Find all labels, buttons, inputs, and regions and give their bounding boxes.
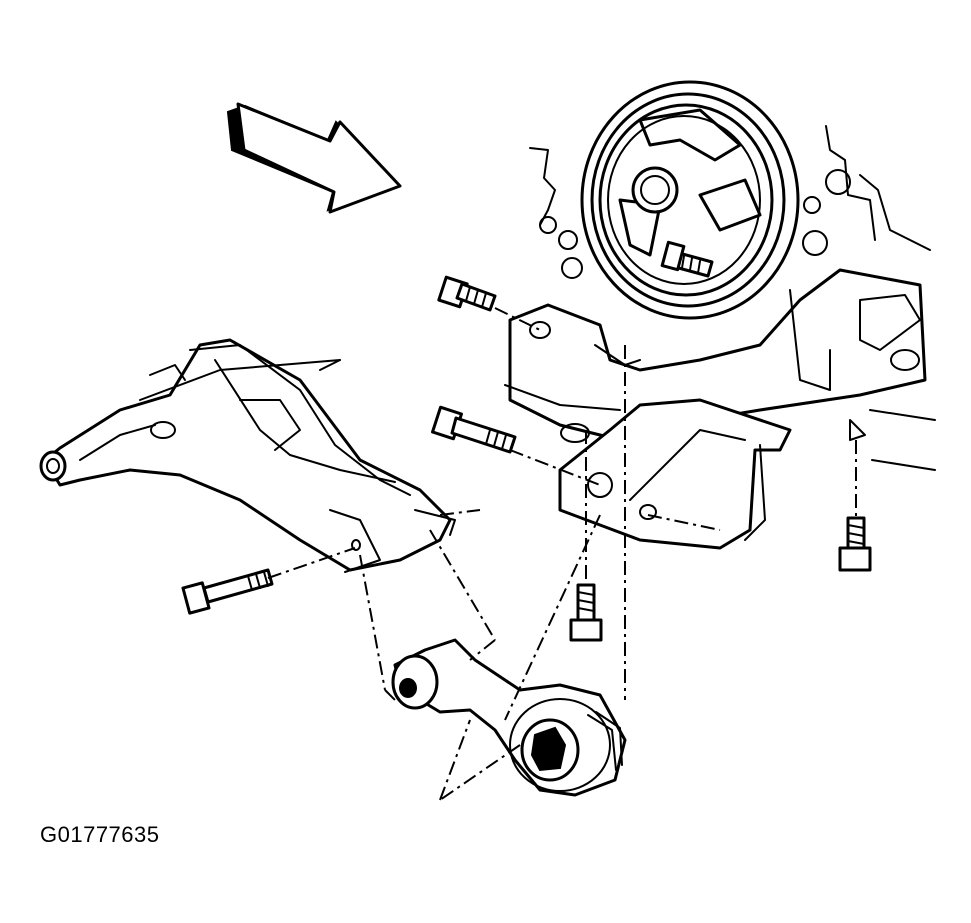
transaxle-bracket (558, 398, 866, 550)
figure-id-label: G01777635 (40, 822, 160, 847)
front-crossmember (39, 338, 456, 573)
bolt-vertical-center (569, 583, 603, 642)
bolt-upper-left (437, 275, 497, 312)
bolt-middle-left (431, 405, 517, 454)
pulley-bolt (660, 240, 714, 278)
direction-arrow (226, 102, 402, 214)
alignment-lines (267, 307, 857, 801)
rear-engine-mount (391, 638, 627, 797)
bolt-vertical-right (838, 516, 872, 572)
engine-block-outline (529, 125, 936, 471)
crankshaft-pulley (580, 80, 800, 320)
bolt-crossmember (181, 568, 274, 615)
